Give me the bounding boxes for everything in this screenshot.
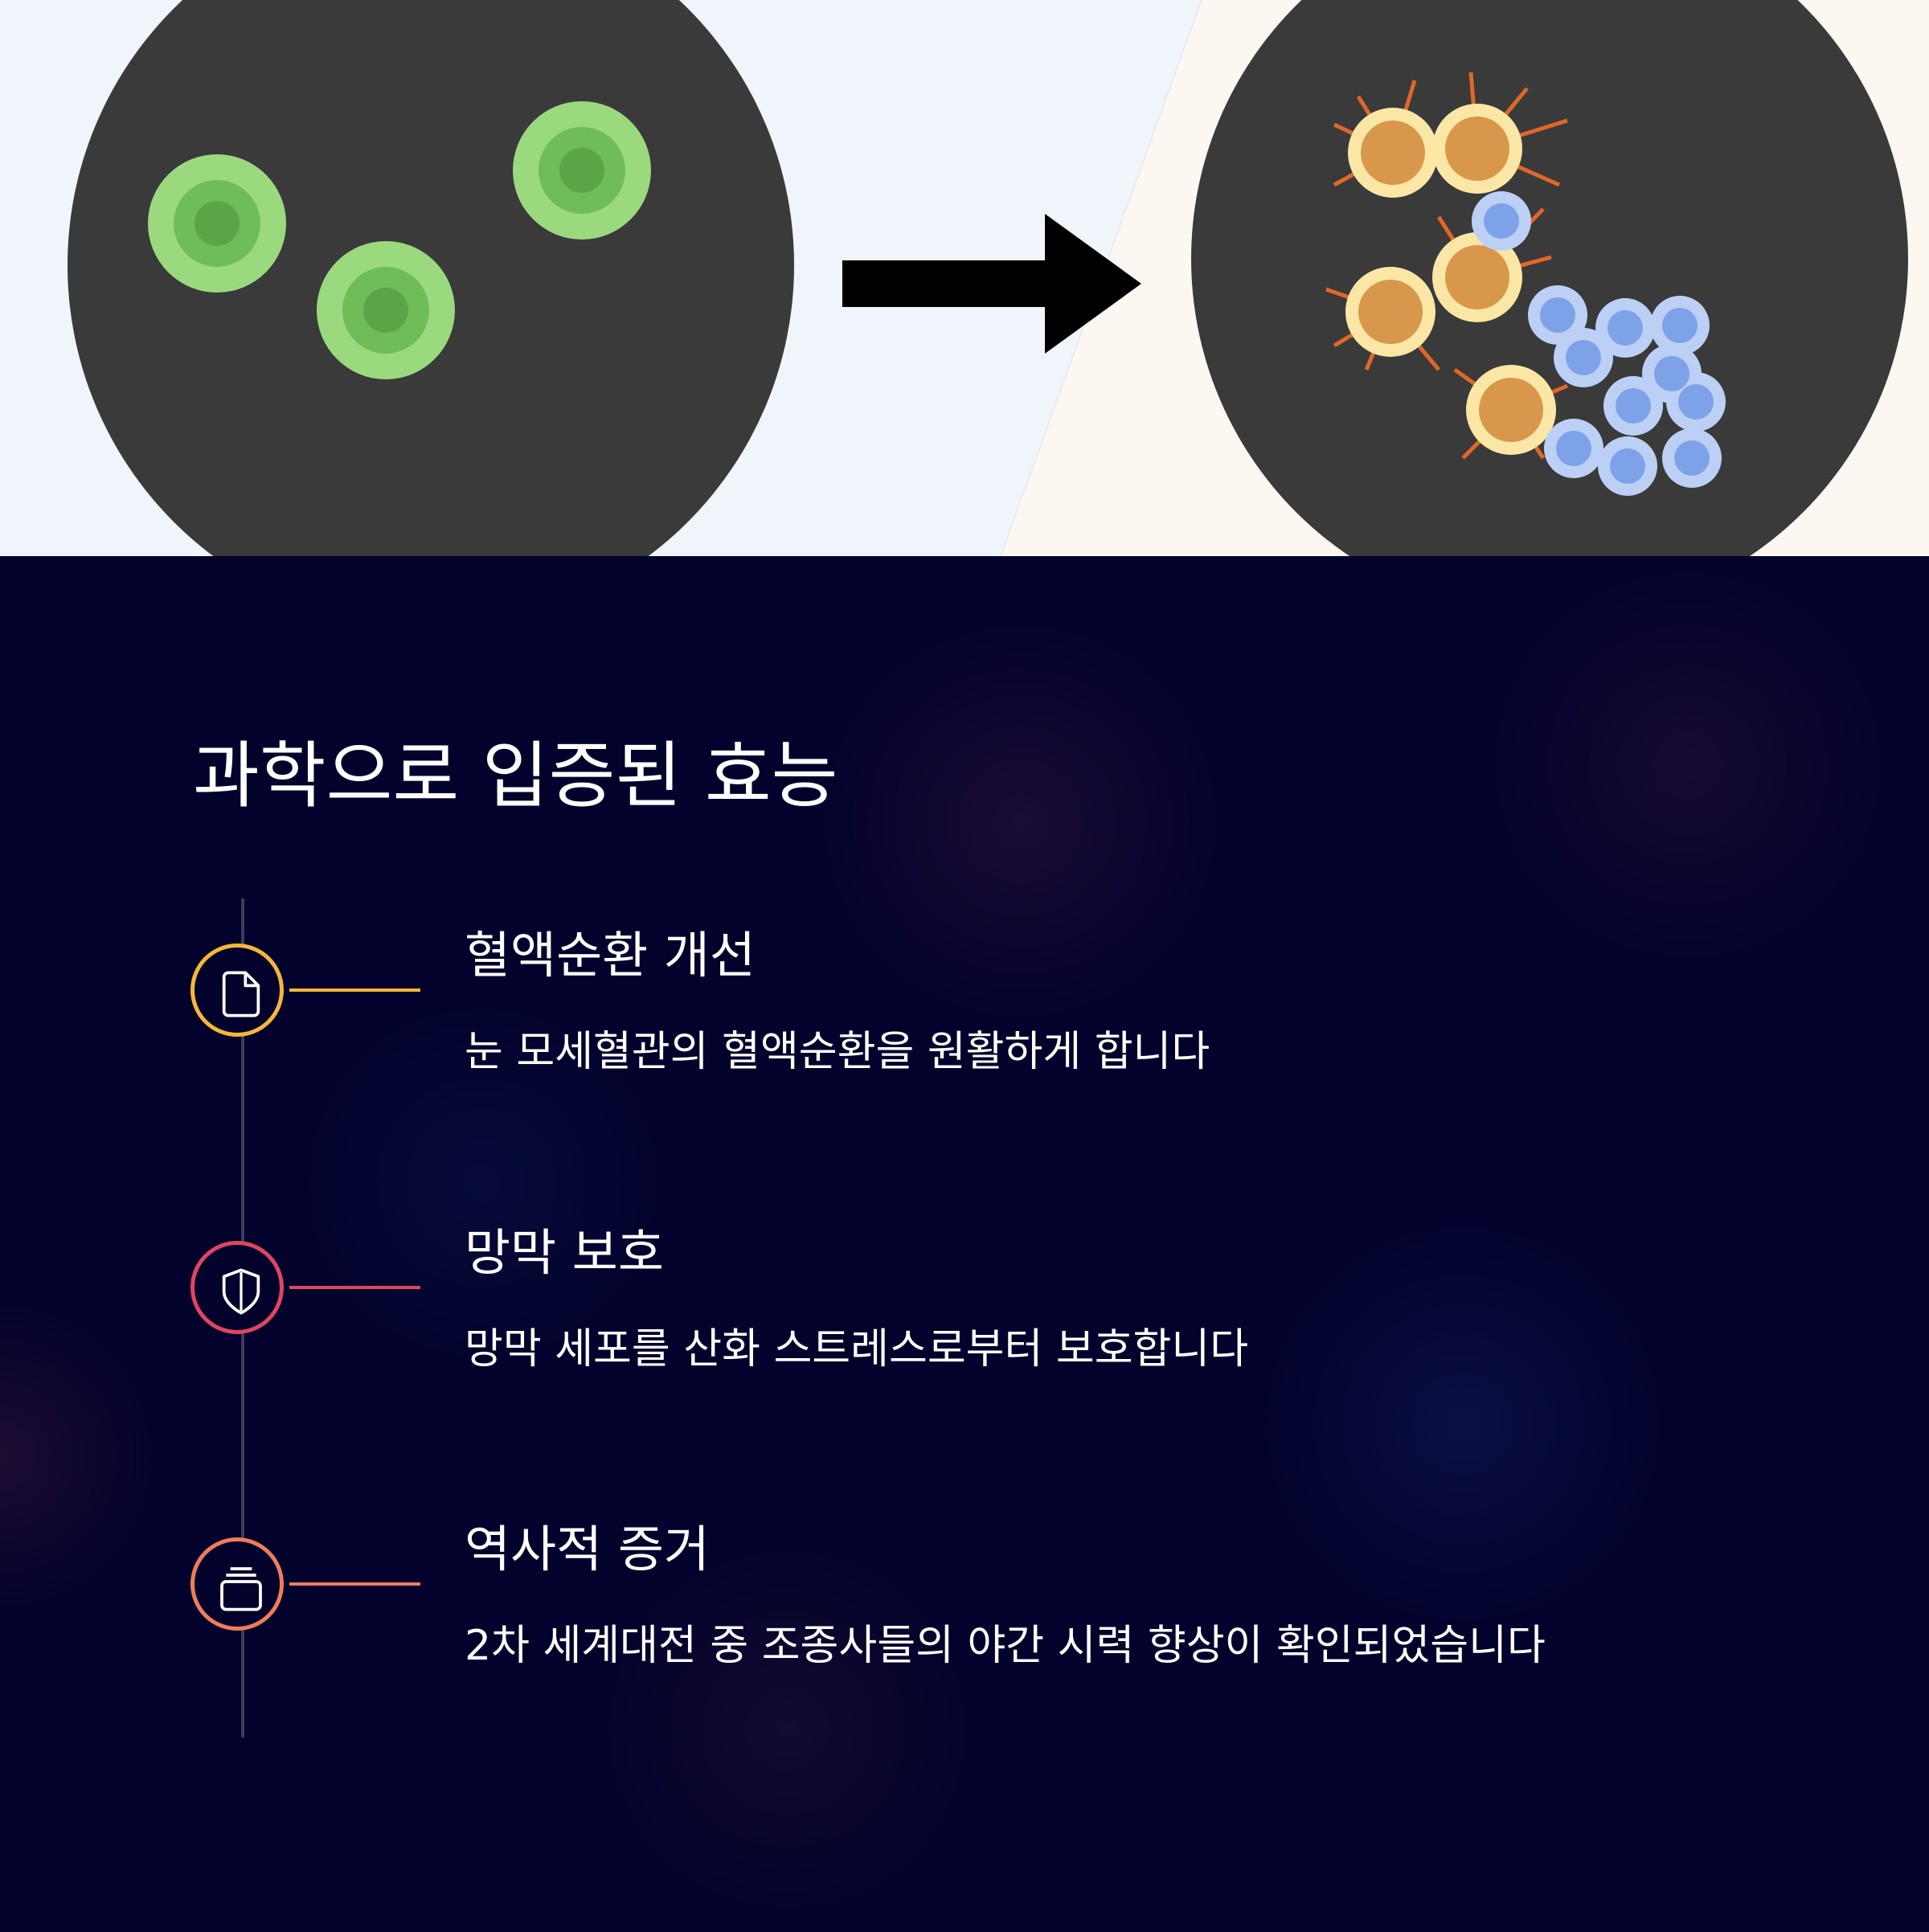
archive-icon bbox=[220, 1567, 262, 1611]
benefit-connector bbox=[289, 1582, 420, 1586]
orange-cell bbox=[1432, 104, 1522, 194]
green-cell bbox=[148, 154, 286, 293]
benefit-item-retina: 망막 보호 망막 세포를 산화 스트레스로부터 보호합니다 bbox=[0, 1223, 1929, 1402]
document-icon bbox=[222, 971, 260, 1017]
benefit-node bbox=[190, 1537, 284, 1631]
benefit-title: 역사적 증거 bbox=[465, 1520, 710, 1578]
benefit-item-circulation: 혈액순환 개선 눈 모세혈관의 혈액순환을 원활하게 합니다 bbox=[0, 926, 1929, 1104]
section-title: 과학으로 입증된 효능 bbox=[193, 734, 838, 818]
benefit-connector bbox=[289, 1286, 420, 1289]
healthy-cells-disc bbox=[68, 0, 794, 556]
arrow-right-icon bbox=[842, 214, 1141, 354]
benefit-description: 망막 세포를 산화 스트레스로부터 보호합니다 bbox=[465, 1325, 1249, 1373]
benefits-section: 과학으로 입증된 효능 혈액순환 개선 눈 모세혈관의 혈액순환을 원활하게 합… bbox=[0, 556, 1929, 1932]
orange-cell bbox=[1348, 108, 1438, 198]
benefit-description: 눈 모세혈관의 혈액순환을 원활하게 합니다 bbox=[465, 1028, 1210, 1076]
benefit-node bbox=[190, 1241, 284, 1334]
orange-cell bbox=[1432, 232, 1522, 322]
benefit-title: 망막 보호 bbox=[465, 1223, 664, 1282]
orange-cell bbox=[1345, 267, 1435, 357]
benefit-title: 혈액순환 개선 bbox=[465, 926, 756, 984]
benefit-item-history: 역사적 증거 2차 세계대전 중 조종사들의 야간 시력 향상이 확인되었습니다 bbox=[0, 1520, 1929, 1698]
cell-illustration bbox=[0, 0, 1929, 556]
green-cell bbox=[513, 101, 651, 239]
orange-cell bbox=[1466, 365, 1556, 455]
shield-icon bbox=[222, 1268, 260, 1315]
benefit-connector bbox=[289, 989, 420, 992]
benefit-node bbox=[190, 943, 284, 1037]
green-cell bbox=[317, 241, 455, 379]
benefit-description: 2차 세계대전 중 조종사들의 야간 시력 향상이 확인되었습니다 bbox=[465, 1622, 1546, 1670]
immune-cells-disc bbox=[1191, 0, 1908, 556]
